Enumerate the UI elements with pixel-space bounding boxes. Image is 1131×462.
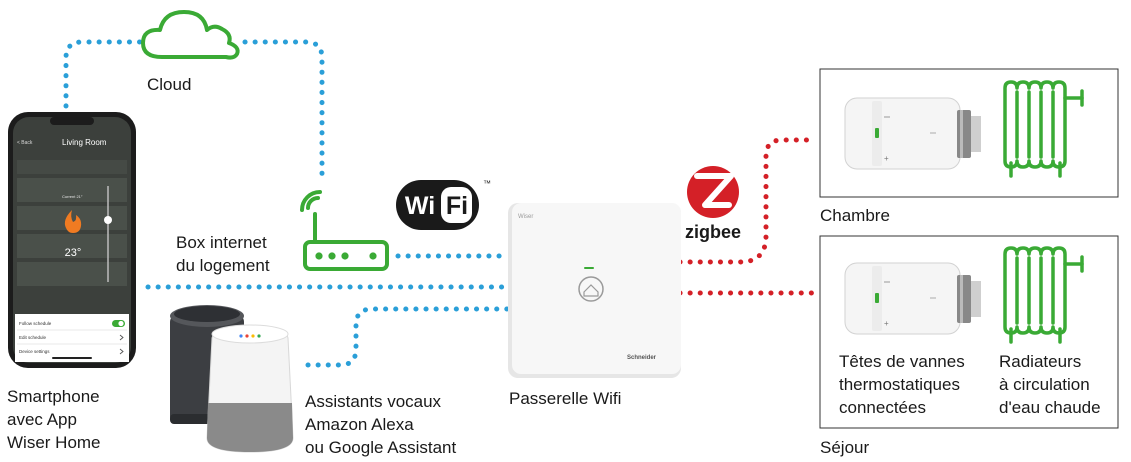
link-assistant-gateway xyxy=(305,306,511,368)
gateway-button[interactable] xyxy=(578,276,604,302)
thermostatic-head-chambre: + xyxy=(844,97,981,170)
home-icon xyxy=(583,284,599,297)
phone-label-line2: avec App xyxy=(7,410,77,429)
wifi-logo-tm: ™ xyxy=(483,179,491,188)
wifi-logo-wi: Wi xyxy=(405,192,435,220)
phone-label-line3: Wiser Home xyxy=(7,433,101,452)
wifi-gateway-image: Wiser Schneider xyxy=(508,203,681,378)
svg-text:+: + xyxy=(884,154,889,163)
box-label-line1: Box internet xyxy=(176,233,267,252)
chevron-right-icon xyxy=(119,348,124,355)
router-icon xyxy=(300,190,389,271)
valve-heads-label-line3: connectées xyxy=(839,398,926,417)
gateway-brand-top: Wiser xyxy=(518,214,533,220)
assistants-label-line2: Amazon Alexa xyxy=(305,415,414,434)
link-gateway-chambre xyxy=(677,137,818,265)
chevron-right-icon xyxy=(119,334,124,341)
wifi-links xyxy=(63,39,511,368)
phone-menu-edit-schedule[interactable]: Edit schedule xyxy=(19,335,47,340)
voice-assistants-image xyxy=(170,305,294,453)
phone-room-title: Living Room xyxy=(62,138,107,147)
google-home-speaker xyxy=(206,324,294,453)
phone-back-label: < Back xyxy=(17,140,33,146)
chambre-label: Chambre xyxy=(820,206,890,225)
radiators-label-line2: à circulation xyxy=(999,375,1090,394)
flame-icon xyxy=(64,210,82,233)
phone-label-line1: Smartphone xyxy=(7,387,100,406)
valve-heads-label-line2: thermostatiques xyxy=(839,375,960,394)
svg-text:+: + xyxy=(884,319,889,328)
thermostatic-head-sejour: + xyxy=(844,262,981,335)
radiators-label-line1: Radiateurs xyxy=(999,352,1082,371)
radiator-chambre-icon xyxy=(1003,80,1084,178)
assistants-label-line3: ou Google Assistant xyxy=(305,438,457,457)
radiators-label-line3: d'eau chaude xyxy=(999,398,1101,417)
phone-setpoint: 23° xyxy=(65,247,82,259)
phone-menu-device-settings[interactable]: Device settings xyxy=(19,349,50,354)
zigbee-logo: zigbee xyxy=(685,166,741,242)
assistants-label-line1: Assistants vocaux xyxy=(305,392,442,411)
radiator-sejour-icon xyxy=(1003,246,1084,344)
cloud-label: Cloud xyxy=(147,75,192,94)
zigbee-links xyxy=(677,137,818,296)
sejour-label: Séjour xyxy=(820,438,870,457)
smartphone-image: < Back Living Room Current 21° 23° Follo… xyxy=(8,112,136,368)
cloud-icon xyxy=(141,10,240,60)
gateway-label: Passerelle Wifi xyxy=(509,389,622,408)
phone-menu-follow-schedule[interactable]: Follow schedule xyxy=(19,321,52,326)
temperature-slider-handle[interactable] xyxy=(104,216,112,224)
phone-current-temp: Current 21° xyxy=(62,194,83,199)
gateway-brand-bottom: Schneider xyxy=(627,355,657,361)
link-cloud-router xyxy=(242,39,325,185)
wifi-logo: Wi Fi ™ xyxy=(396,179,491,230)
zigbee-logo-text: zigbee xyxy=(685,222,741,242)
valve-heads-label-line1: Têtes de vannes xyxy=(839,352,965,371)
link-phone-cloud xyxy=(63,39,153,109)
wifi-logo-fi: Fi xyxy=(446,192,468,220)
box-label-line2: du logement xyxy=(176,256,270,275)
